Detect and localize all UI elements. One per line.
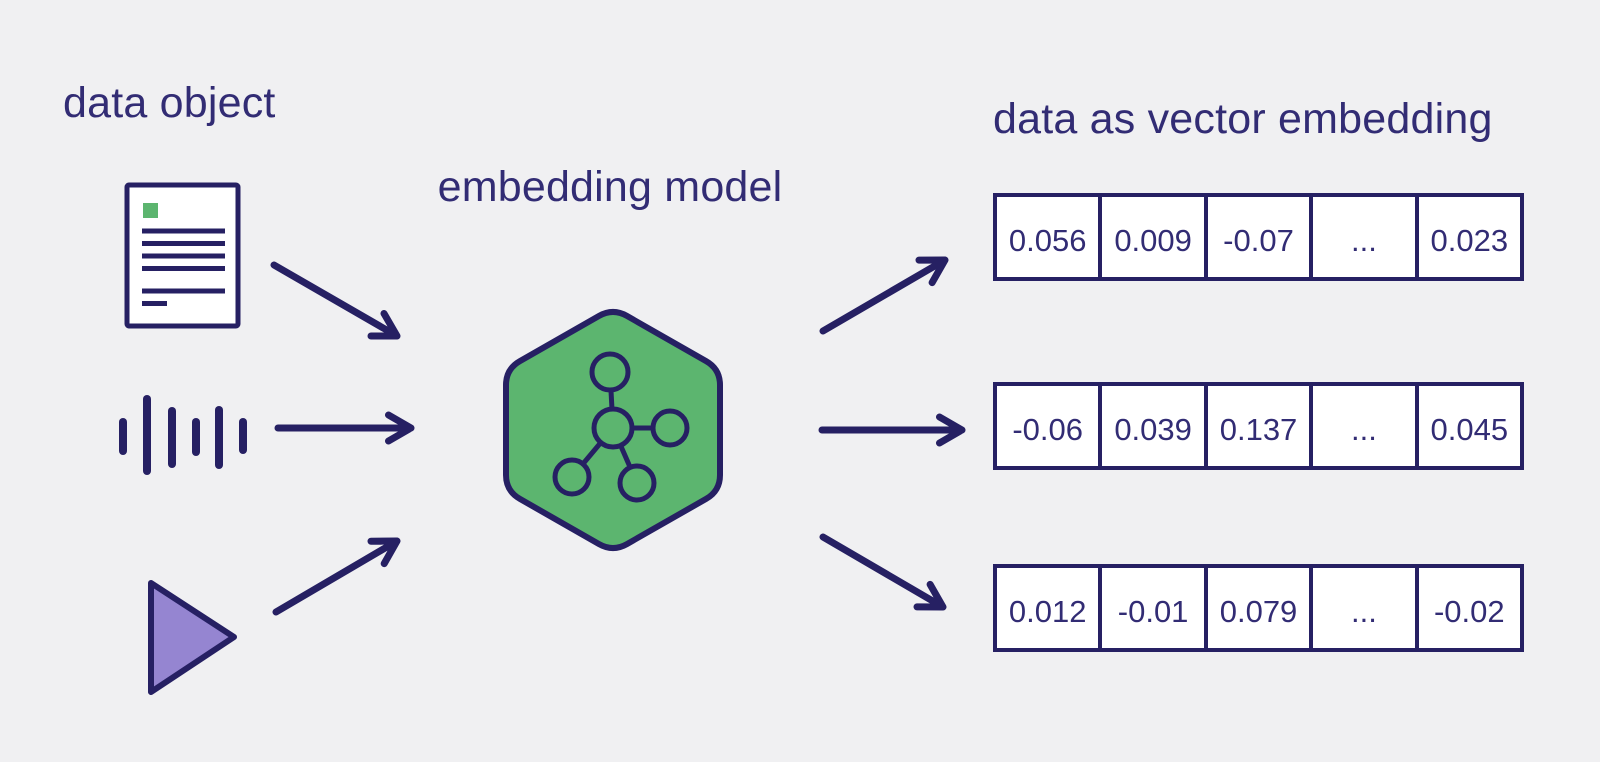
vector-cell: -0.01 — [1098, 564, 1208, 652]
hexagon-network-icon — [503, 308, 723, 552]
arrow-video-to-model — [272, 537, 401, 616]
vector-cell-ellipsis: ... — [1309, 193, 1419, 281]
vector-cell-ellipsis: ... — [1309, 382, 1419, 470]
vector-row: 0.012 -0.01 0.079 ... -0.02 — [993, 564, 1525, 652]
arrow-model-to-vector-2 — [818, 413, 966, 447]
audio-waveform-icon — [119, 395, 247, 475]
document-text-lines — [142, 228, 225, 306]
video-play-icon — [148, 580, 237, 695]
data-object-label: data object — [63, 79, 276, 127]
arrow-document-to-model — [270, 261, 401, 340]
vector-cell: 0.039 — [1098, 382, 1208, 470]
embedding-model-label: embedding model — [437, 163, 783, 211]
vector-cell: 0.056 — [993, 193, 1103, 281]
vector-cell: -0.06 — [993, 382, 1103, 470]
document-icon — [124, 182, 241, 329]
vector-cell-ellipsis: ... — [1309, 564, 1419, 652]
network-nodes — [552, 351, 690, 503]
arrow-model-to-vector-3 — [819, 533, 947, 611]
vector-row: -0.06 0.039 0.137 ... 0.045 — [993, 382, 1525, 470]
vector-row: 0.056 0.009 -0.07 ... 0.023 — [993, 193, 1525, 281]
vector-cell: 0.137 — [1203, 382, 1314, 470]
vector-cell: 0.023 — [1414, 193, 1525, 281]
arrow-model-to-vector-1 — [819, 256, 949, 335]
vector-cell: -0.07 — [1203, 193, 1314, 281]
vector-cell: -0.02 — [1414, 564, 1525, 652]
document-green-square — [143, 203, 158, 218]
vector-cell: 0.045 — [1414, 382, 1525, 470]
vector-cell: 0.012 — [993, 564, 1103, 652]
vector-cell: 0.079 — [1203, 564, 1314, 652]
vector-cell: 0.009 — [1098, 193, 1208, 281]
vector-embedding-label: data as vector embedding — [993, 95, 1493, 143]
arrow-audio-to-model — [274, 411, 415, 445]
